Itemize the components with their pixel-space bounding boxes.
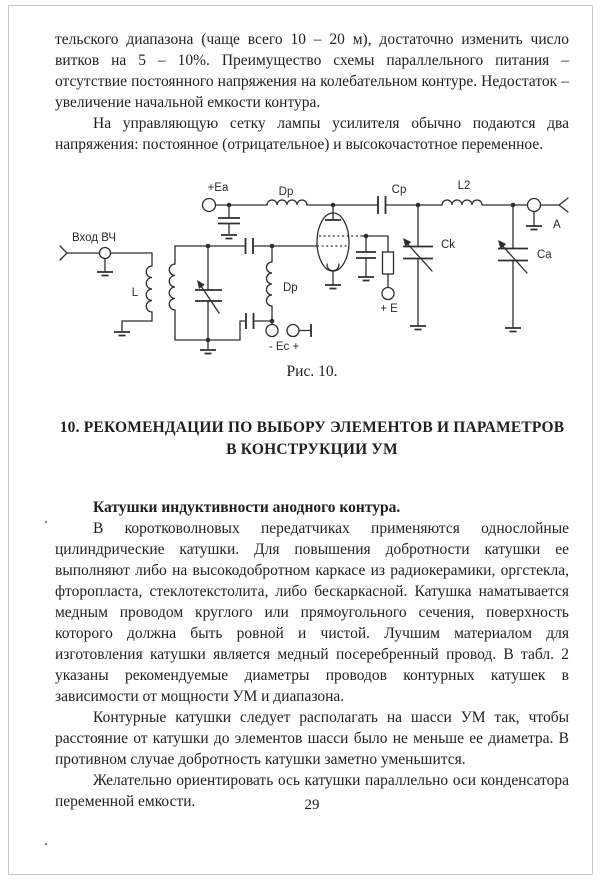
label-cp: Cp [392,184,407,196]
terminal-bias-minus [265,323,279,338]
paragraph: Контурные катушки следует располагать на… [55,709,569,768]
tube-cathode [326,263,340,272]
wire [109,252,153,267]
label-input: Вход ВЧ [72,232,116,244]
label-grid-choke: Dp [283,282,298,294]
variable-capacitor-tank [195,289,222,302]
label-ea: +Ea [208,182,229,194]
variable-arrow-tank [198,282,220,314]
label-bias: - Ec + [269,341,300,353]
section-heading: 10. РЕКОМЕНДАЦИИ ПО ВЫБОРУ ЭЛЕМЕНТОВ И П… [59,419,565,458]
input-connector-chevron [59,245,68,261]
ground-cathode [325,284,341,290]
label-e-screen: + E [380,303,398,315]
label-ca: Ca [537,249,552,261]
scan-artifact-dot: . [44,511,48,527]
anode-choke-coil [266,199,308,206]
variable-arrow-ca [499,242,528,274]
coupling-capacitor-cp [377,196,387,214]
bias-coupling-capacitor [245,313,255,329]
tank-coil [168,263,176,311]
paragraph: Желательно ориентировать ось катушки пар… [55,772,569,810]
paragraph: тельского диапазона (чаще всего 10 – 20 … [55,31,569,111]
variable-capacitor-ck [403,245,433,260]
output-coil-l2 [441,199,483,206]
intro-text-block: тельского диапазона (чаще всего 10 – 20 … [55,29,569,155]
label-antenna: A [553,219,561,231]
terminal-e-screen [381,286,395,301]
label-l2: L2 [458,180,471,192]
grid-choke-coil [265,261,273,307]
wire [174,309,241,341]
figure-caption: Рис. 10. [286,363,338,380]
bypass-capacitor-ea [218,217,240,225]
ground-coil-l [114,331,130,337]
label-l: L [132,287,139,299]
ground-ck [410,325,426,331]
ground-screen [358,276,374,282]
wire [362,235,389,253]
subsection-heading: Катушки индуктивности анодного контура. [93,499,401,516]
variable-capacitor-ca [498,247,528,262]
paragraph: На управляющую сетку лампы усилителя обы… [55,115,569,153]
ground-ca [505,327,521,333]
terminal-antenna [526,197,542,213]
screen-resistor [381,251,395,275]
label-ck: Ck [441,239,455,251]
scan-artifact-dot: . [44,833,48,849]
grid-coupling-capacitor [244,238,254,254]
wire [239,320,247,341]
input-coil-l [145,265,153,313]
terminal-ea [201,197,217,213]
label-anode-choke: Dp [279,186,294,198]
page-number: 29 [304,797,320,813]
ground-antenna [526,225,542,231]
terminal-bias-plus [286,323,300,338]
paragraph: В коротковолновых передатчиках применяют… [55,520,569,705]
ground-tank [200,349,216,355]
antenna-connector-chevron [557,197,569,213]
tube-envelope [316,212,350,272]
body-text-block: Катушки индуктивности анодного контура. … [55,497,569,812]
ground-ea [221,234,237,240]
arrowhead [498,240,507,249]
terminal-input [98,246,112,260]
variable-arrow-ck [404,240,433,272]
arrowhead [403,238,412,247]
arrowhead [197,280,205,289]
ground-input [97,271,113,277]
bypass-capacitor-screen [356,251,376,259]
wire [121,311,153,332]
